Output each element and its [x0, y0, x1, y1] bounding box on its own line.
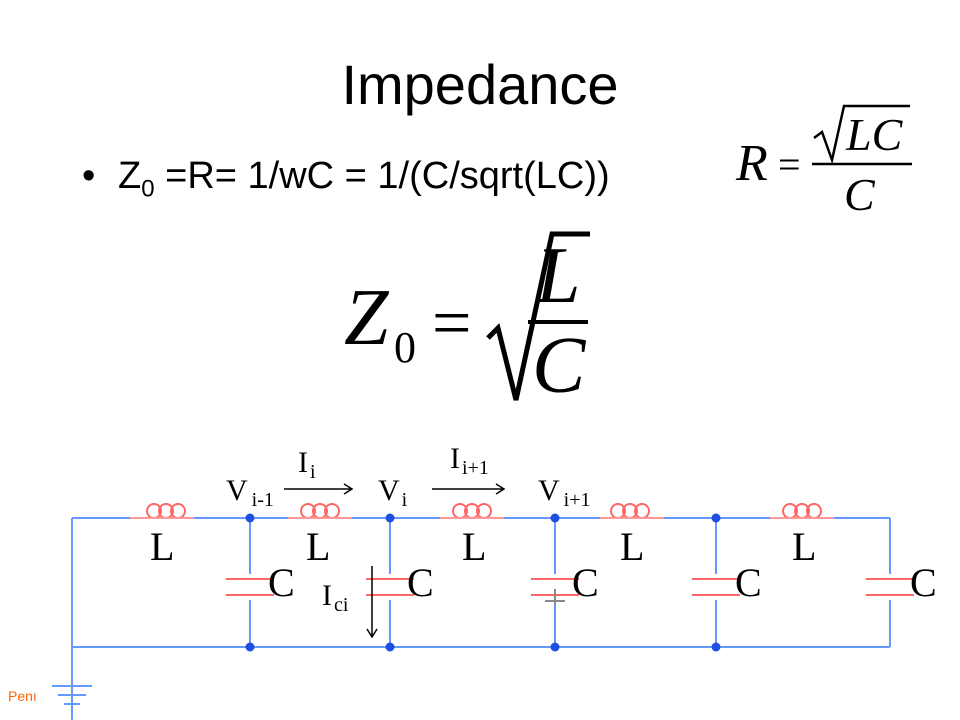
voltage-1-main: V	[226, 474, 248, 507]
voltage-2-main: V	[378, 474, 400, 507]
capacitors	[224, 574, 916, 604]
capacitor-label-5: C	[910, 560, 937, 605]
capacitor-label-4: C	[735, 560, 762, 605]
inductor-label-5: L	[792, 524, 816, 569]
capacitor-1	[224, 574, 276, 600]
slide-title: Impedance	[341, 53, 619, 116]
capacitor-5	[864, 574, 916, 600]
z0-denominator: C	[532, 322, 587, 408]
inductor-3	[440, 503, 504, 525]
inductor-label-2: L	[306, 524, 330, 569]
inductor-5	[770, 503, 834, 525]
footer-text: Penı	[8, 688, 37, 704]
inductor-1	[130, 503, 194, 525]
capacitor-label-1: C	[268, 560, 295, 605]
inductor-label-4: L	[620, 524, 644, 569]
r-lhs: R	[735, 135, 768, 192]
inductor-label-3: L	[462, 524, 486, 569]
z0-subscript: 0	[394, 323, 416, 372]
inductors	[130, 503, 834, 525]
current-3-main: I	[322, 579, 332, 612]
inductor-label-1: L	[150, 524, 174, 569]
z0-equation: Z 0 = L C	[344, 231, 590, 408]
current-arrow-3	[366, 566, 378, 639]
capacitor-label-3: C	[572, 560, 599, 605]
capacitor-label-2: C	[407, 560, 434, 605]
current-2-sub: i+1	[462, 457, 489, 479]
ground-icon	[52, 685, 92, 705]
voltage-3-sub: i+1	[564, 489, 591, 511]
current-1-main: I	[298, 446, 308, 479]
r-denominator: C	[844, 169, 876, 220]
z0-numerator: L	[535, 232, 581, 320]
bullet-text: =R= 1/wC = 1/(C/sqrt(LC))	[154, 155, 610, 197]
circuit-nodes	[245, 513, 721, 652]
current-2-main: I	[450, 442, 460, 475]
inductor-2	[288, 503, 352, 525]
z0-sqrt-sign	[486, 231, 590, 401]
current-arrow-1	[284, 483, 354, 495]
z-subscript: 0	[141, 175, 155, 203]
voltage-3-main: V	[538, 474, 560, 507]
inductor-4	[600, 503, 664, 525]
r-equals: =	[778, 142, 801, 187]
r-equation: R = LC C	[735, 104, 912, 220]
bullet-dot: •	[82, 155, 96, 197]
z0-lhs: Z	[344, 274, 390, 362]
current-1-sub: i	[310, 461, 316, 483]
z-letter: Z	[118, 155, 142, 197]
current-3-sub: ci	[334, 594, 349, 616]
r-sqrt-sign	[813, 104, 910, 165]
z0-equals: =	[432, 285, 471, 362]
bullet-item: • Z0 =R= 1/wC = 1/(C/sqrt(LC))	[82, 155, 610, 204]
capacitor-3	[529, 574, 581, 604]
capacitor-4	[690, 574, 742, 600]
voltage-1-sub: i-1	[252, 489, 274, 511]
voltage-2-sub: i	[402, 489, 408, 511]
r-numerator: LC	[845, 109, 904, 160]
current-arrow-2	[432, 483, 506, 495]
